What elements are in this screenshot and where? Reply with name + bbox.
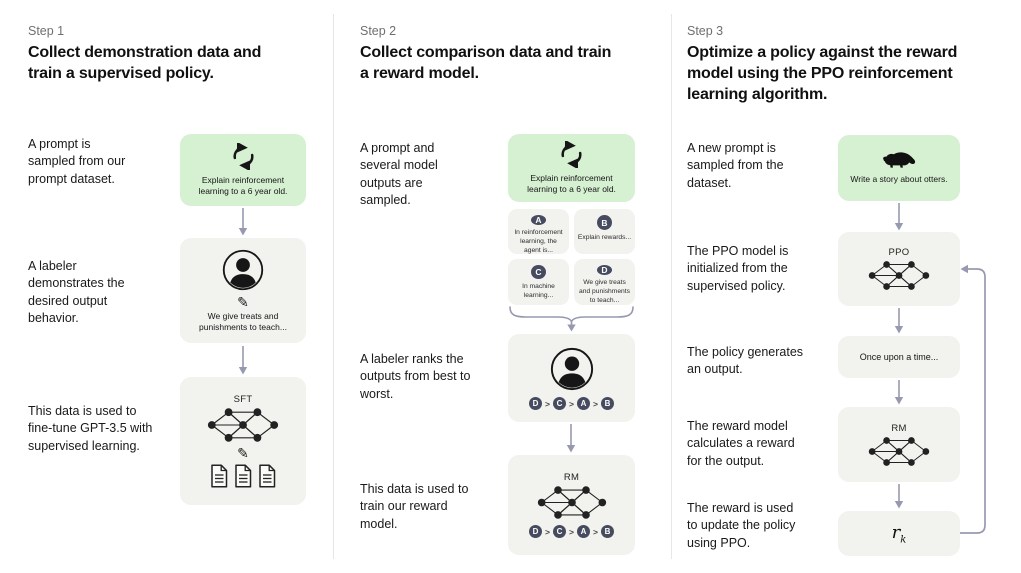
arrow-down-icon [894, 380, 904, 405]
neural-network-icon [868, 261, 930, 290]
step3-annotation-prompt: A new prompt is sampled from the dataset… [687, 141, 784, 190]
output-b-text: Explain rewards... [577, 234, 632, 241]
rank-badge-b: B [600, 525, 614, 538]
column-divider-1 [333, 14, 334, 559]
output-d-text: We give treats and punishments to teach.… [579, 279, 630, 304]
step2-annotation-sampled: A prompt and several model outputs are s… [360, 141, 438, 207]
step2-rm-model-box: RM D > C > A > B [508, 455, 635, 555]
step3-annotation-init: The PPO model is initialized from the su… [687, 244, 789, 293]
rm-label: RM [563, 472, 580, 483]
rank-badge-b: B [600, 397, 614, 410]
neural-network-icon [868, 436, 930, 466]
step1-labeler-box: ✎ We give treats and punishments to teac… [180, 238, 306, 343]
step3-title: Optimize a policy against the reward mod… [687, 44, 958, 103]
labeler-icon [549, 346, 595, 392]
step3-ppo-model-box: PPO [838, 232, 960, 306]
rank-badge-a: A [576, 525, 590, 538]
step1-annotation-prompt: A prompt is sampled from our prompt data… [28, 137, 126, 186]
pencil-icon: ✎ [237, 445, 249, 461]
step2-prompt-box: Explain reinforcement learning to a 6 ye… [508, 134, 635, 202]
step3-annotation-reward: The reward model calculates a reward for… [687, 419, 795, 468]
output-a-text: In reinforcement learning, the agent is.… [514, 229, 563, 254]
converge-brace-arrow-icon [509, 306, 634, 332]
step1-label: Step 1 [28, 24, 65, 38]
output-card-c: C In machine learning... [508, 259, 569, 305]
output-card-b: B Explain rewards... [574, 209, 635, 254]
document-icon [235, 464, 252, 488]
step2-output-cards: A In reinforcement learning, the agent i… [508, 209, 635, 305]
step3-annotation-update: The reward is used to update the policy … [687, 501, 796, 550]
rank-separator: > [545, 398, 551, 409]
sft-label: SFT [233, 394, 253, 405]
arrow-down-icon [238, 346, 248, 375]
rank-separator: > [545, 526, 551, 537]
rank-badge-c: C [553, 397, 567, 410]
rank-badge-d: D [529, 525, 543, 538]
rank-separator: > [592, 526, 598, 537]
step1-title: Collect demonstration data and train a s… [28, 44, 262, 82]
reward-rk-symbol: rk [891, 521, 907, 546]
rank-separator: > [592, 398, 598, 409]
step1-prompt-text: Explain reinforcement learning to a 6 ye… [198, 174, 288, 196]
step3-rm-model-box: RM [838, 407, 960, 482]
step2-prompt-text: Explain reinforcement learning to a 6 ye… [527, 172, 616, 194]
step1-annotation-finetune: This data is used to fine-tune GPT-3.5 w… [28, 404, 153, 453]
badge-a: A [531, 215, 546, 225]
step2-annotation-train: This data is used to train our reward mo… [360, 482, 469, 531]
step2-labeler-box: D > C > A > B [508, 334, 635, 422]
rank-separator: > [569, 526, 574, 537]
ranking-row: D > C > A > B [529, 525, 614, 538]
step3-output-box: Once upon a time... [838, 336, 960, 378]
labeler-icon [221, 248, 265, 292]
badge-c: C [531, 265, 546, 280]
step2-title: Collect comparison data and train a rewa… [360, 44, 612, 82]
step3-prompt-text: Write a story about otters. [850, 174, 948, 185]
document-icon [259, 464, 276, 488]
output-card-d: D We give treats and punishments to teac… [574, 259, 635, 305]
step1-demonstration-text: We give treats and punishments to teach.… [199, 310, 287, 332]
rank-badge-a: A [576, 397, 590, 410]
feedback-loop-arrow-icon [960, 264, 986, 534]
step1-prompt-box: Explain reinforcement learning to a 6 ye… [180, 134, 306, 206]
output-c-text: In machine learning... [522, 283, 555, 300]
rm-label: RM [891, 422, 907, 434]
arrow-down-icon [238, 208, 248, 236]
cycle-icon [230, 143, 257, 170]
step3-reward-box: rk [838, 511, 960, 556]
badge-d: D [597, 265, 612, 275]
arrow-down-icon [894, 484, 904, 509]
ranking-row: D > C > A > B [529, 397, 614, 410]
badge-b: B [597, 215, 612, 230]
step1-sft-model-box: SFT ✎ [180, 377, 306, 505]
step3-annotation-generates: The policy generates an output. [687, 345, 804, 377]
step1-annotation-labeler: A labeler demonstrates the desired outpu… [28, 259, 125, 325]
ppo-label: PPO [888, 247, 910, 258]
step2-label: Step 2 [360, 24, 397, 38]
step3-prompt-box: Write a story about otters. [838, 135, 960, 201]
column-divider-2 [671, 14, 672, 559]
pencil-icon: ✎ [237, 293, 249, 310]
neural-network-icon [207, 408, 279, 442]
document-icon [211, 464, 228, 488]
otter-icon [883, 152, 916, 169]
documents-icon [209, 464, 277, 488]
arrow-down-icon [894, 203, 904, 231]
output-card-a: A In reinforcement learning, the agent i… [508, 209, 569, 254]
arrow-down-icon [566, 424, 576, 453]
arrow-down-icon [894, 308, 904, 334]
step2-annotation-ranks: A labeler ranks the outputs from best to… [360, 352, 471, 401]
step3-label: Step 3 [687, 24, 724, 38]
rank-badge-c: C [553, 525, 567, 538]
rank-badge-d: D [529, 397, 543, 410]
neural-network-icon [537, 486, 606, 519]
step3-output-text: Once upon a time... [859, 352, 939, 362]
rank-separator: > [569, 398, 574, 409]
cycle-icon [558, 141, 585, 168]
